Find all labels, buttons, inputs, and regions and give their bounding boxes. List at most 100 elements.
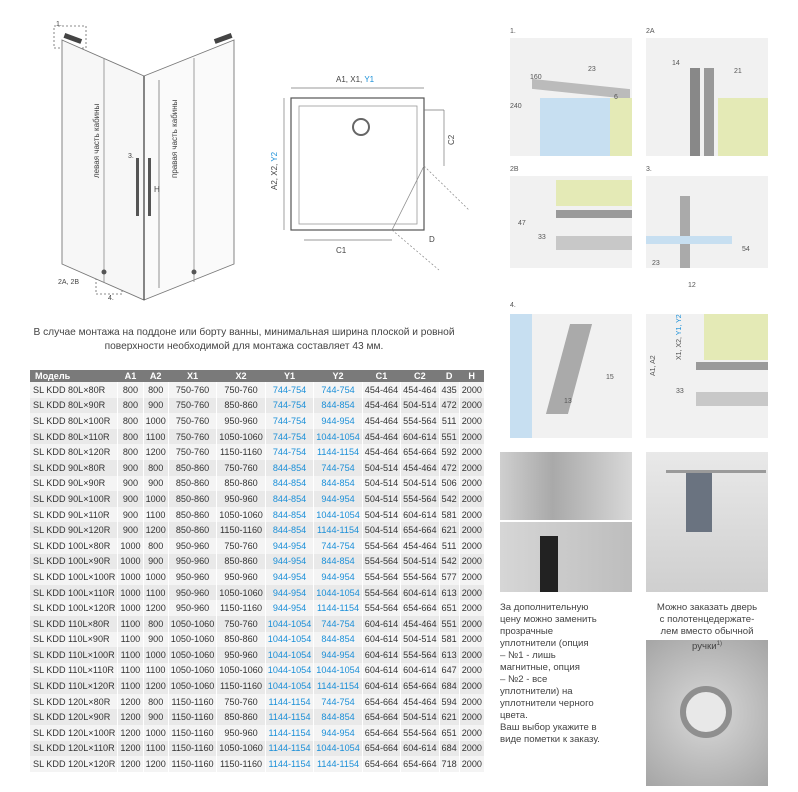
table-cell: 604-614	[400, 506, 440, 523]
table-cell: 744-754	[313, 615, 363, 632]
table-cell: 1000	[117, 553, 144, 570]
table-cell: 454-464	[400, 537, 440, 554]
table-cell: 1044-1054	[313, 740, 363, 757]
table-cell: 651	[438, 600, 460, 616]
table-cell: SL KDD 110L×100R	[30, 647, 118, 663]
table-cell: 1200	[117, 693, 144, 710]
table-cell: 844-854	[313, 631, 363, 648]
table-cell: 1044-1054	[313, 662, 363, 679]
table-cell: 850-860	[167, 475, 217, 492]
table-cell: 850-860	[216, 631, 266, 648]
table-cell: 944-954	[264, 584, 314, 601]
table-cell: 604-614	[400, 584, 440, 601]
dim-p1-23: 23	[588, 66, 596, 73]
dim-p2b-47: 47	[518, 220, 526, 227]
table-cell: SL KDD 100L×90R	[30, 553, 118, 570]
table-cell: SL KDD 110L×110R	[30, 662, 118, 679]
table-cell: SL KDD 90L×90R	[30, 475, 118, 492]
table-cell: 2000	[458, 382, 484, 398]
table-cell: 1200	[117, 725, 144, 741]
detail-panel-2a	[646, 38, 768, 156]
detail-panel-3	[646, 176, 768, 268]
table-cell: 2000	[458, 647, 484, 663]
table-cell: 1100	[117, 631, 144, 648]
table-cell: 2000	[458, 678, 484, 694]
table-cell: 1044-1054	[313, 506, 363, 523]
table-cell: 454-464	[400, 615, 440, 632]
table-cell: SL KDD 80L×120R	[30, 444, 118, 460]
dim-p2b-33: 33	[538, 234, 546, 241]
dim-p2a-21: 21	[734, 68, 742, 75]
table-cell: 504-514	[400, 631, 440, 648]
caption-line: виде пометки к заказу.	[500, 734, 600, 745]
table-cell: 944-954	[313, 569, 363, 585]
table-cell: 800	[142, 459, 169, 476]
table-cell: 454-464	[400, 693, 440, 710]
table-cell: 744-754	[313, 382, 363, 398]
table-cell: 944-954	[264, 537, 314, 554]
table-cell: 2000	[458, 506, 484, 523]
caption-line: лем вместо обычной	[660, 626, 754, 637]
table-cell: 554-564	[400, 725, 440, 741]
table-cell: 554-564	[361, 584, 401, 601]
table-cell: 2000	[458, 709, 484, 726]
dim-c2: C2	[447, 134, 456, 145]
table-cell: 504-514	[361, 522, 401, 538]
caption-line: цену можно заменить	[500, 614, 597, 625]
table-cell: 1144-1154	[313, 678, 363, 694]
table-cell: 504-514	[400, 553, 440, 570]
table-cell: 850-860	[216, 397, 266, 414]
table-cell: 844-854	[313, 709, 363, 726]
table-cell: 1050-1060	[167, 615, 217, 632]
dim-p4-15: 15	[606, 374, 614, 381]
table-cell: 2000	[458, 662, 484, 679]
table-cell: 654-664	[361, 709, 401, 726]
table-cell: 472	[438, 459, 460, 476]
table-cell: 454-464	[361, 444, 401, 460]
table-cell: 850-860	[216, 553, 266, 570]
label-left-cabin: левая часть кабины	[92, 103, 101, 178]
table-cell: 554-564	[400, 569, 440, 585]
svg-text:A2, X2, Y2: A2, X2, Y2	[270, 151, 279, 190]
table-cell: 1144-1154	[264, 725, 314, 741]
table-cell: 1200	[117, 756, 144, 772]
table-cell: 1000	[117, 584, 144, 601]
dim-p3-54: 54	[742, 246, 750, 253]
table-cell: SL KDD 120L×110R	[30, 740, 118, 757]
table-cell: 950-960	[216, 569, 266, 585]
table-cell: 1144-1154	[264, 709, 314, 726]
table-cell: 1200	[142, 522, 169, 538]
table-cell: 944-954	[313, 413, 363, 429]
table-cell: 654-664	[400, 522, 440, 538]
table-cell: 950-960	[216, 725, 266, 741]
table-cell: 1000	[142, 647, 169, 663]
table-cell: 1000	[142, 491, 169, 507]
table-cell: 900	[142, 475, 169, 492]
table-cell: SL KDD 80L×90R	[30, 397, 118, 414]
table-cell: 844-854	[264, 506, 314, 523]
table-cell: 2000	[458, 693, 484, 710]
caption-line: Можно заказать дверь	[656, 602, 758, 613]
table-cell: 1100	[142, 428, 169, 445]
table-cell: 900	[117, 459, 144, 476]
table-cell: 684	[438, 678, 460, 694]
caption-line: уплотнители) на	[500, 686, 573, 697]
table-cell: 654-664	[361, 725, 401, 741]
table-cell: 2000	[458, 459, 484, 476]
table-cell: 1050-1060	[216, 428, 266, 445]
table-cell: 900	[142, 397, 169, 414]
table-cell: SL KDD 100L×100R	[30, 569, 118, 585]
table-cell: 750-760	[167, 413, 217, 429]
table-cell: 621	[438, 522, 460, 538]
label-h: H	[154, 185, 160, 194]
table-cell: SL KDD 90L×110R	[30, 506, 118, 523]
table-cell: SL KDD 80L×100R	[30, 413, 118, 429]
table-cell: 613	[438, 584, 460, 601]
table-cell: 594	[438, 693, 460, 710]
table-cell: 506	[438, 475, 460, 492]
table-cell: 844-854	[313, 475, 363, 492]
table-cell: SL KDD 100L×80R	[30, 537, 118, 554]
